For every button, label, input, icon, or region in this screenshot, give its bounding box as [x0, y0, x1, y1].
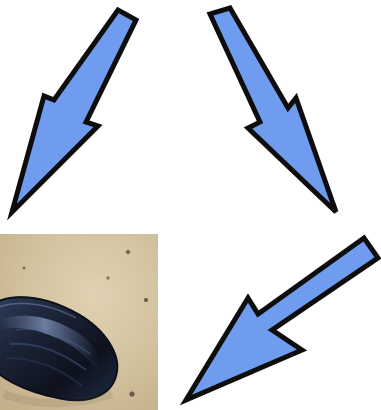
- arrow-top-left: [12, 10, 136, 212]
- mussel-image: [0, 234, 158, 410]
- arrow-bottom-right: [186, 238, 378, 400]
- arrow-top-right: [210, 8, 336, 212]
- mussel-photo: [0, 234, 158, 410]
